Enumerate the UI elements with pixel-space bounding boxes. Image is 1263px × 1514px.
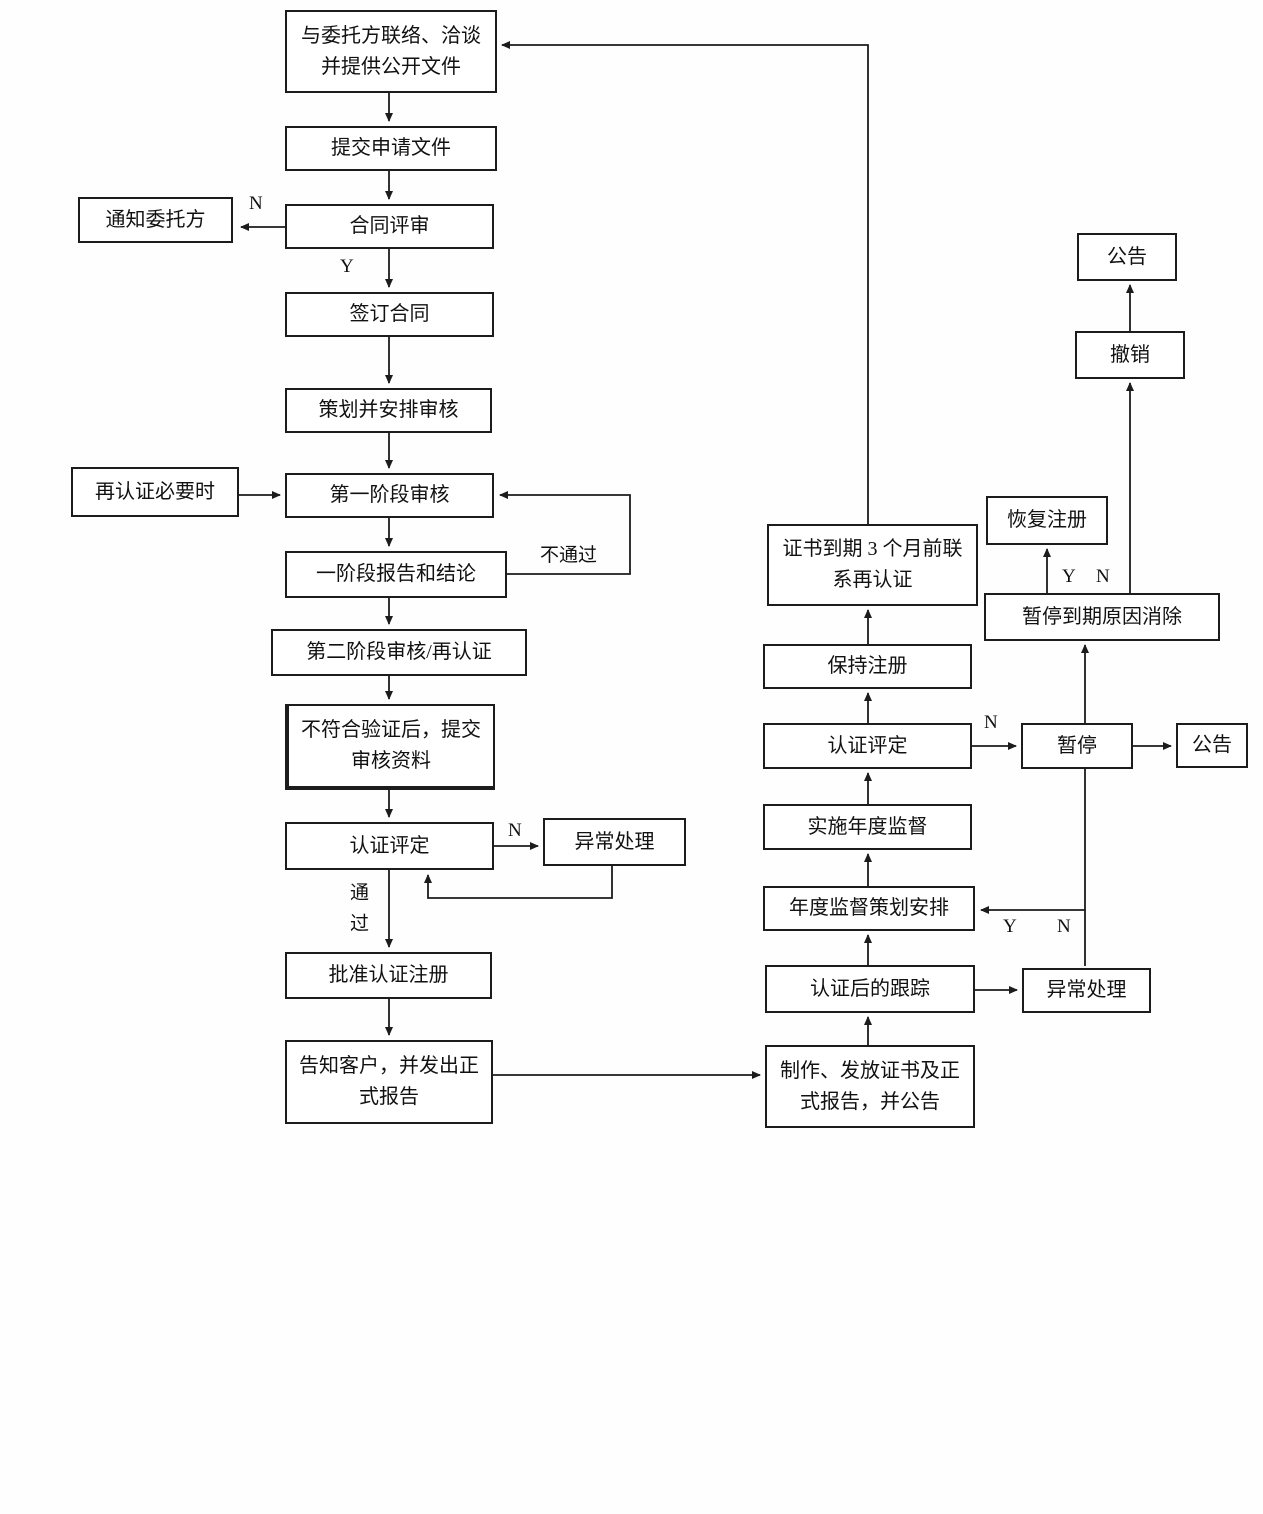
node-announce-revoke: 公告 [1077,233,1177,281]
node-post-cert-tracking: 认证后的跟踪 [765,965,975,1013]
node-expiry-recert: 证书到期 3 个月前联系再认证 [767,524,978,606]
label-stage1-fail: 不通过 [540,545,598,566]
label-eval-left-n: N [508,820,522,841]
label-supervision-y: Y [1003,916,1017,937]
node-notify-client: 通知委托方 [78,197,233,243]
label-suspension-n: N [1096,566,1110,587]
node-contact-client: 与委托方联络、洽谈并提供公开文件 [285,10,497,93]
node-revoke: 撤销 [1075,331,1185,379]
node-contract-review: 合同评审 [285,204,494,249]
label-contract-n: N [249,193,263,214]
node-suspend: 暂停 [1021,723,1133,769]
node-exception-right: 异常处理 [1022,968,1151,1013]
node-submit-application: 提交申请文件 [285,126,497,171]
edge-report-fail-back-to-stage1 [499,491,631,575]
node-stage1-audit: 第一阶段审核 [285,473,494,518]
label-supervision-n: N [1057,916,1071,937]
label-suspension-y: Y [1062,566,1076,587]
edge-suspend-down-to-annual-plan [980,769,1086,914]
node-recert-when-necessary: 再认证必要时 [71,467,239,517]
node-implement-supervision: 实施年度监督 [763,804,972,850]
node-inform-client: 告知客户，并发出正式报告 [285,1040,493,1124]
node-suspension-reason-removed: 暂停到期原因消除 [984,593,1220,641]
node-cert-evaluation-right: 认证评定 [763,723,972,769]
edge-expiry-back-to-contact [501,41,869,524]
label-eval-left-pass: 通过 [347,882,368,944]
edge-exception-back-to-eval [424,866,613,899]
node-stage2-audit: 第二阶段审核/再认证 [271,629,527,676]
node-restore-registration: 恢复注册 [986,496,1108,545]
node-stage1-report: 一阶段报告和结论 [285,551,507,598]
label-contract-y: Y [340,256,354,277]
node-exception-left: 异常处理 [543,818,686,866]
node-announce-suspend: 公告 [1176,723,1248,768]
node-maintain-registration: 保持注册 [763,644,972,689]
label-eval-right-n: N [984,712,998,733]
node-cert-evaluation-left: 认证评定 [285,822,494,870]
node-approve-registration: 批准认证注册 [285,952,492,999]
node-annual-supervision-plan: 年度监督策划安排 [763,886,975,931]
node-sign-contract: 签订合同 [285,292,494,337]
node-issue-certificate: 制作、发放证书及正式报告，并公告 [765,1045,975,1128]
node-nonconformity-submit: 不符合验证后，提交审核资料 [285,704,495,790]
node-plan-audit: 策划并安排审核 [285,388,492,433]
